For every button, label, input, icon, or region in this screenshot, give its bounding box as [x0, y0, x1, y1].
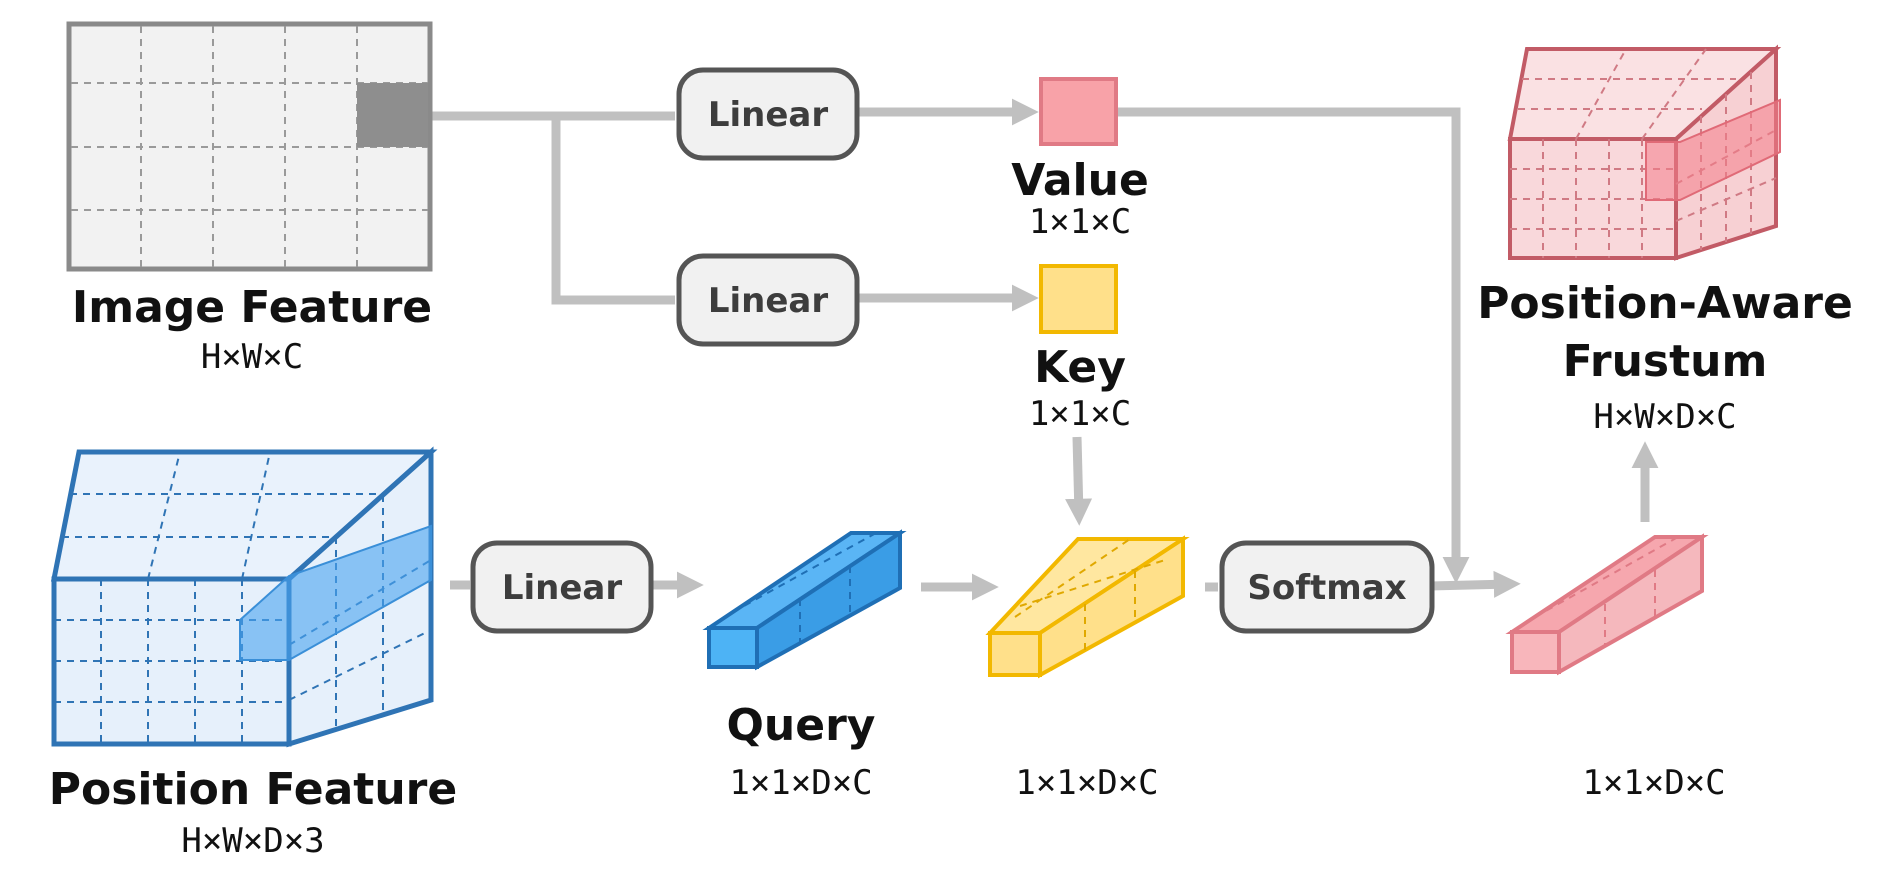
softmax-node: Softmax [1219, 540, 1435, 634]
svg-text:Linear: Linear [708, 95, 829, 135]
position-feature-title: Position Feature [49, 764, 457, 815]
flow-value-to-output [1112, 107, 1470, 584]
svg-text:Softmax: Softmax [1247, 568, 1406, 608]
query-dims: 1×1×D×C [729, 763, 872, 803]
svg-text:Linear: Linear [502, 568, 623, 608]
value-block [1039, 77, 1118, 146]
flow-image-to-linear-key [551, 116, 675, 305]
svg-text:Linear: Linear [708, 281, 829, 321]
linear-key-node: Linear [676, 253, 860, 347]
image-feature-grid [66, 21, 433, 272]
key-query-dims: 1×1×D×C [1015, 763, 1158, 803]
image-feature-dims: H×W×C [201, 337, 303, 377]
output-dims: 1×1×D×C [1582, 763, 1725, 803]
linear-query-node: Linear [470, 540, 654, 634]
flow-key-to-kq [1065, 436, 1093, 526]
frustum-dims: H×W×D×C [1593, 397, 1736, 437]
selected-pixel [357, 83, 428, 147]
frustum-title-line2: Frustum [1563, 336, 1768, 387]
image-feature-title: Image Feature [72, 282, 432, 333]
output-bar [1505, 533, 1709, 676]
flow-lines [428, 98, 1659, 601]
key-title: Key [1034, 342, 1126, 393]
value-dims: 1×1×C [1029, 202, 1131, 242]
key-dims: 1×1×C [1029, 394, 1131, 434]
key-block [1039, 264, 1118, 334]
frustum-cube [1507, 44, 1782, 261]
frustum-title-line1: Position-Aware [1477, 278, 1853, 329]
position-feature-cube [50, 446, 438, 748]
frustum-slice [1645, 98, 1781, 201]
flow-softmax-to-output [1429, 570, 1521, 598]
value-title: Value [1011, 155, 1149, 206]
linear-value-node: Linear [676, 67, 860, 161]
query-title: Query [727, 700, 876, 751]
query-bar [702, 529, 907, 671]
position-feature-slice [239, 524, 432, 661]
position-feature-dims: H×W×D×3 [181, 821, 324, 861]
key-query-bar [985, 535, 1190, 679]
